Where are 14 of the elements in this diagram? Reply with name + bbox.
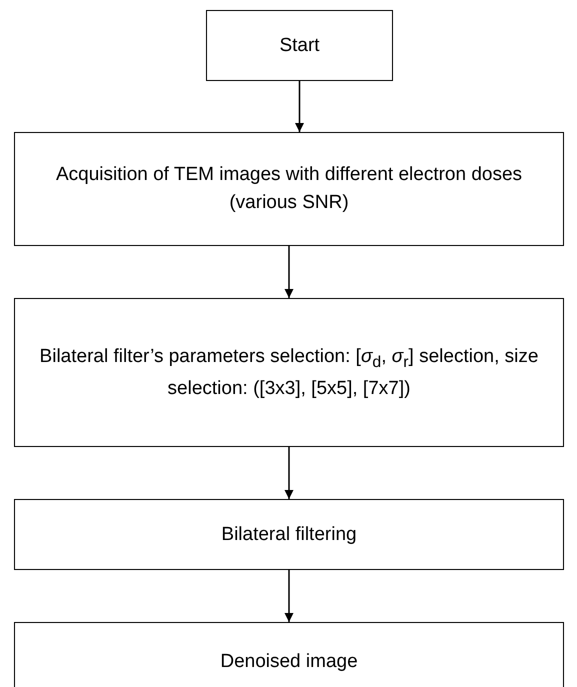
arrow — [284, 447, 294, 499]
process-box — [14, 298, 564, 447]
arrow — [295, 81, 304, 132]
arrow — [284, 246, 294, 298]
process-box — [14, 132, 564, 246]
process-box — [14, 499, 564, 570]
process-box — [14, 622, 564, 687]
arrow — [284, 570, 294, 622]
process-box — [206, 10, 393, 81]
step-text: Bilateral filtering — [221, 522, 357, 547]
step-text: Bilateral filter’s parameters selection: [σ$_{d}$, σ$_{r}$] selection, size selection: ([3x3], [5x5], [7x7]) — [38, 344, 540, 401]
step-text: Denoised image — [220, 650, 358, 674]
step-text: Start — [279, 34, 320, 58]
step-text: Acquisition of TEM images with different electron doses (various SNR) — [54, 163, 524, 215]
